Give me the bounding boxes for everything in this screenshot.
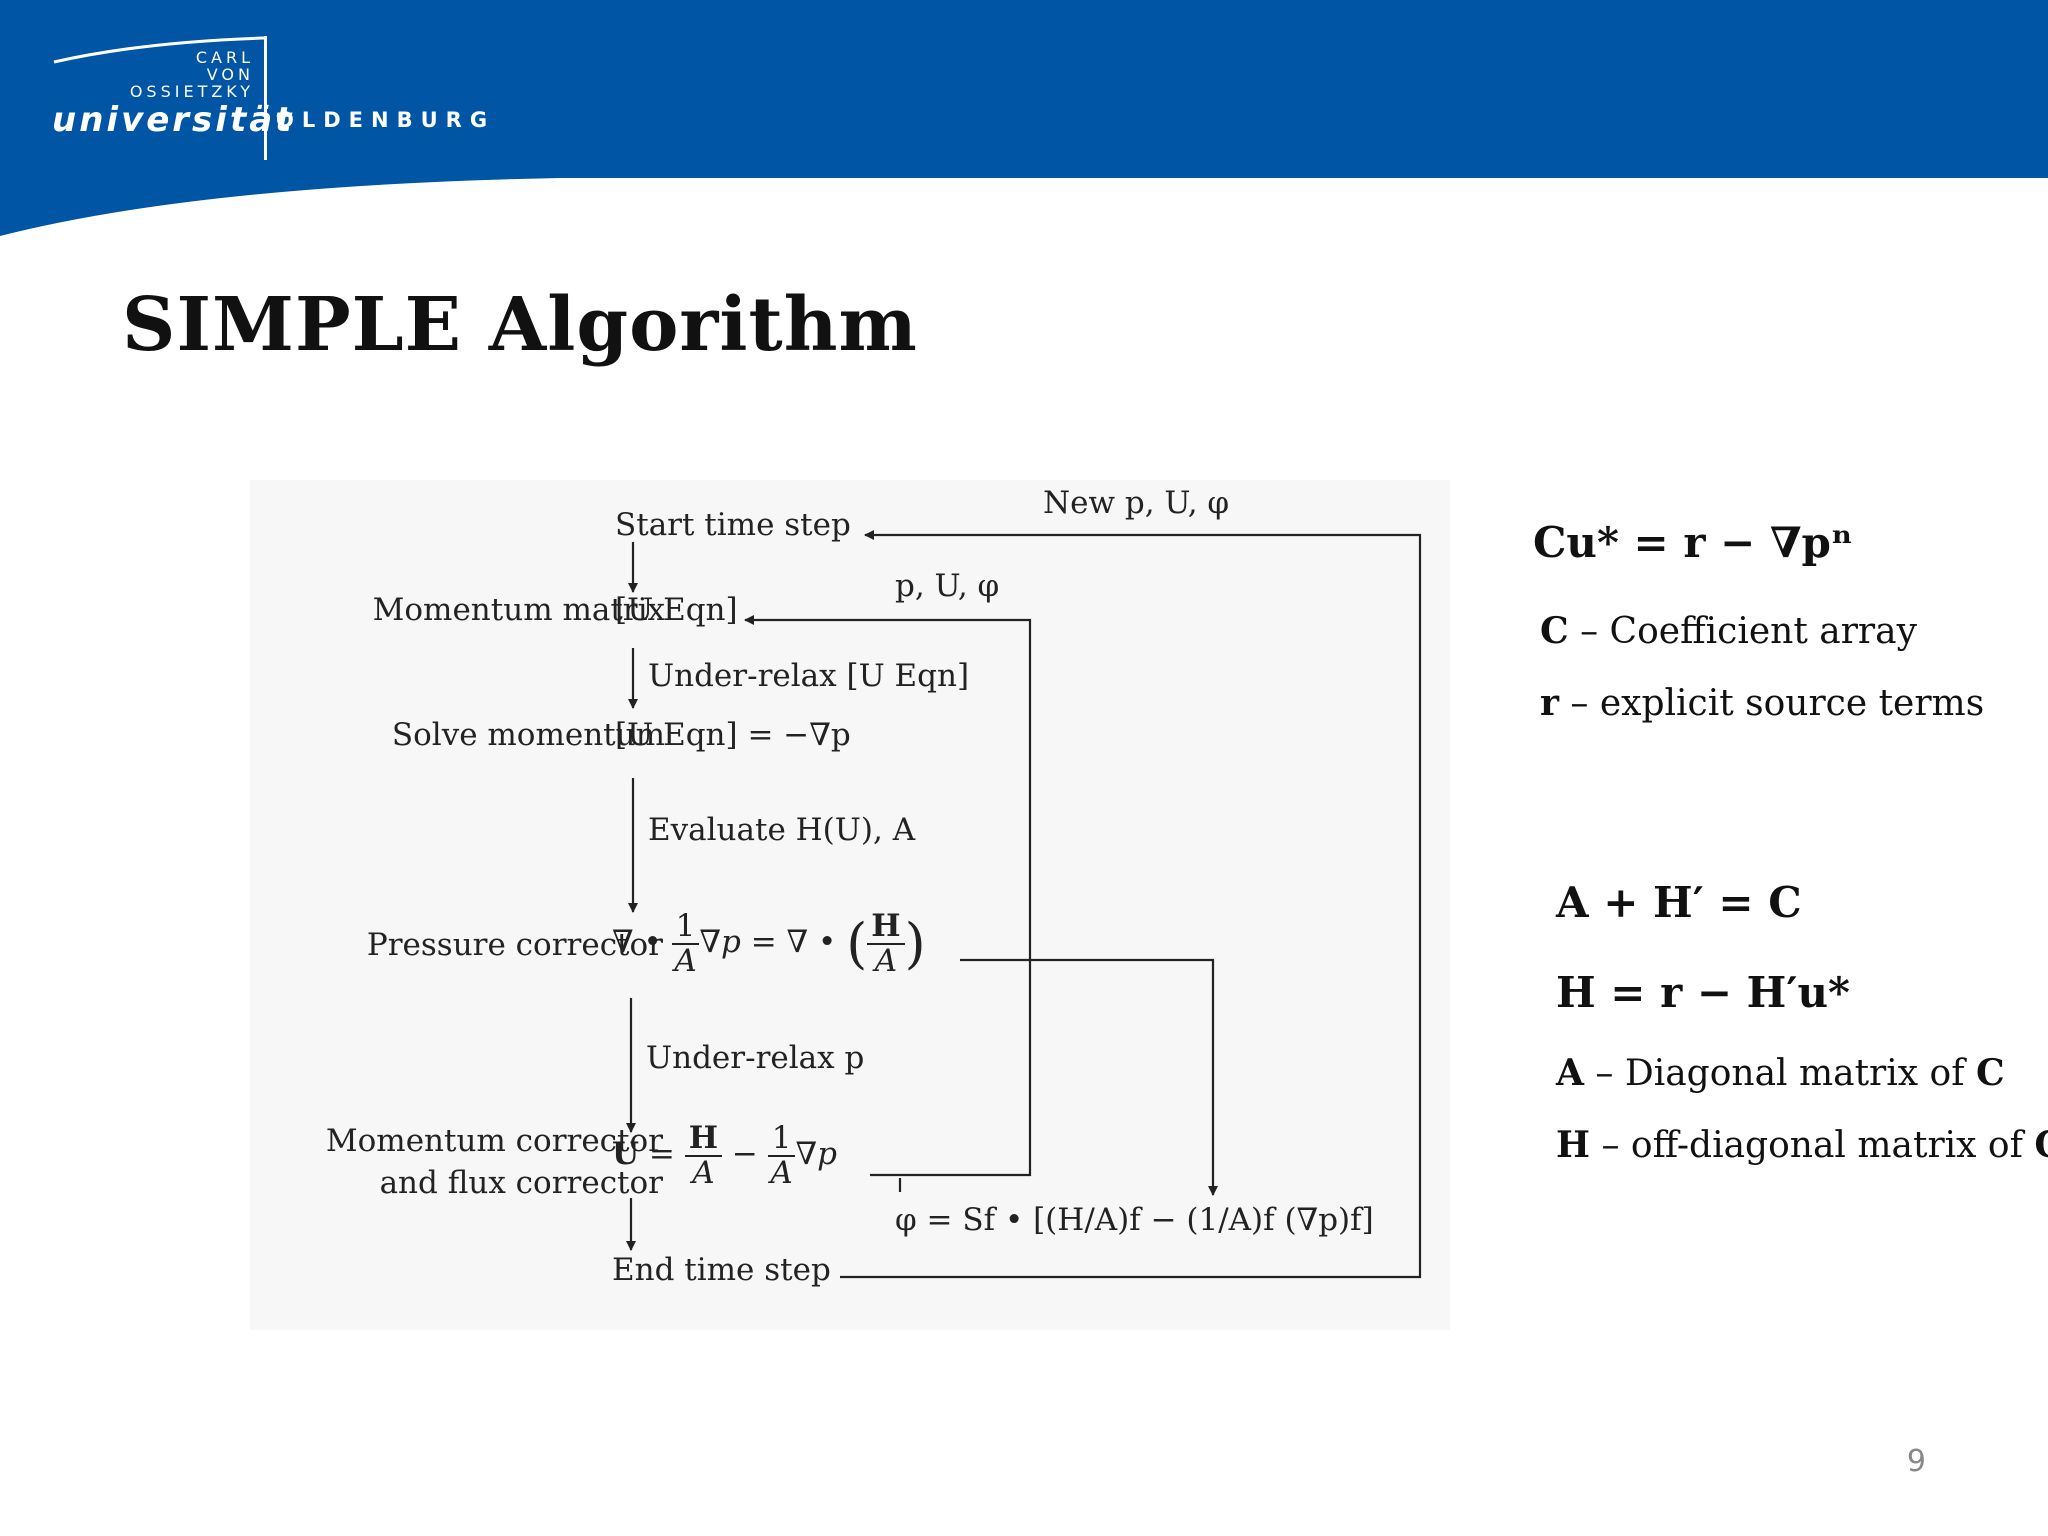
inner-loop-arrow xyxy=(744,615,1032,1177)
logo-text-oldenburg: OLDENBURG xyxy=(276,108,496,132)
equation-h: H = r − H′u* xyxy=(1556,968,1850,1017)
logo-text-von: VON xyxy=(206,65,254,84)
logo-swoosh xyxy=(53,36,265,64)
definition-c-text: – Coefficient array xyxy=(1568,611,1917,652)
end-time-step: End time step xyxy=(612,1252,831,1288)
under-relax-p: Under-relax p xyxy=(646,1040,865,1076)
logo-text-universitat: universität xyxy=(52,100,295,140)
under-relax-ueqn: Under-relax [U Eqn] xyxy=(648,658,970,694)
pressure-to-flux-arrow xyxy=(960,958,1218,1196)
logo-text-ossietzky: OSSIETZKY xyxy=(129,82,254,101)
definition-h-c: C xyxy=(2034,1124,2048,1166)
ueqn-box: [U Eqn] xyxy=(615,592,738,628)
definition-h-text: – off-diagonal matrix of xyxy=(1590,1125,2035,1166)
slide-title: SIMPLE Algorithm xyxy=(122,282,918,368)
label-momentum-corrector: Momentum corrector xyxy=(325,1123,663,1159)
label-momentum-matrix: Momentum matrix xyxy=(372,592,665,628)
outer-loop-arrow xyxy=(840,530,1422,1279)
simple-flowchart: Momentum matrix Solve momentum Pressure … xyxy=(250,480,1450,1330)
definition-h-symbol: H xyxy=(1556,1124,1591,1166)
equation-a-plus-h: A + H′ = C xyxy=(1556,878,1802,927)
definition-a-text: – Diagonal matrix of xyxy=(1583,1053,1976,1094)
inner-loop-label: p, U, φ xyxy=(895,568,1000,604)
evaluate-h-a: Evaluate H(U), A xyxy=(648,812,916,848)
new-loop-label: New p, U, φ xyxy=(1043,485,1230,521)
start-time-step: Start time step xyxy=(615,507,851,543)
logo-separator xyxy=(264,36,267,160)
definition-a-symbol: A xyxy=(1556,1052,1584,1094)
label-flux-corrector: and flux corrector xyxy=(379,1165,663,1201)
flowchart-lines xyxy=(626,530,1422,1279)
equation-cu-star: Cu* = r − ∇pⁿ xyxy=(1533,518,1853,567)
definition-c: C – Coefficient array xyxy=(1540,610,1917,652)
definition-r: r – explicit source terms xyxy=(1540,682,1984,724)
definition-a-c: C xyxy=(1975,1052,2005,1094)
definition-h: H – off-diagonal matrix of C xyxy=(1556,1124,2048,1166)
solve-momentum-equation: [U Eqn] = −∇p xyxy=(615,717,851,753)
page-number: 9 xyxy=(1906,1444,1926,1479)
flux-equation: φ = Sf • [(H/A)f − (1/A)f (∇p)f] xyxy=(895,1202,1374,1238)
header-band: CARL VON OSSIETZKY universität OLDENBURG xyxy=(0,0,2048,240)
definition-a: A – Diagonal matrix of C xyxy=(1556,1052,2005,1094)
label-solve-momentum: Solve momentum xyxy=(391,717,665,753)
university-logo: CARL VON OSSIETZKY universität OLDENBURG xyxy=(52,36,512,166)
logo-text-carl: CARL xyxy=(195,48,254,67)
header-background xyxy=(0,0,2048,236)
definition-c-symbol: C xyxy=(1540,610,1569,652)
definition-r-symbol: r xyxy=(1540,682,1559,724)
label-pressure-corrector: Pressure corrector xyxy=(366,927,663,963)
definition-r-text: – explicit source terms xyxy=(1558,683,1985,724)
